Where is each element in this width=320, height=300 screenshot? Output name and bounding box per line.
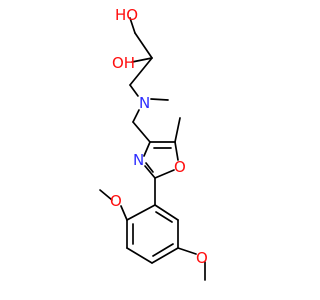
- bond-ar6-ar1-inner: [155, 211, 173, 223]
- label-oxygen-methoxy-upper: O: [110, 192, 122, 210]
- bond-c1-c2: [134, 32, 153, 59]
- bond-ar3-ar4: [126, 247, 153, 264]
- molecule-canvas: HO OH N N O O O: [99, 6, 208, 281]
- label-hydroxyl-mid: OH: [112, 54, 135, 72]
- bond-ch2-c4: [132, 121, 151, 143]
- label-hydroxyl-top: HO: [115, 6, 138, 24]
- bond-c5-methyl: [174, 117, 181, 143]
- bond-o1-c1: [129, 17, 136, 34]
- label-nitrogen-ring: N: [133, 151, 144, 169]
- bond-c2r-n-ring: [144, 165, 156, 179]
- bond-o-ring-c2r: [154, 169, 175, 179]
- bond-c2-o2: [131, 57, 153, 63]
- molecule-structure: HO OH N N O O O: [99, 6, 208, 281]
- bond-ar1-ar2: [126, 204, 156, 221]
- bond-n-ch2: [132, 109, 140, 123]
- bond-n-ring-c4: [143, 141, 151, 157]
- bond-ar4-ar5-inner: [152, 243, 174, 257]
- bond-ar4-ar5: [151, 247, 179, 264]
- bond-ar5-o-lower: [177, 247, 197, 255]
- label-oxygen-methoxy-lower: O: [196, 249, 208, 267]
- bond-c2r-n-ring-inner: [145, 162, 154, 173]
- bond-c2-c3: [129, 57, 153, 86]
- label-nitrogen-amine: N: [139, 94, 150, 112]
- label-oxygen-ring: O: [174, 158, 186, 176]
- bond-ar6-ar1: [154, 204, 179, 221]
- atom-labels: HO OH N N O O O: [110, 6, 208, 267]
- bond-c3-n: [129, 84, 139, 97]
- bond-network: [99, 17, 206, 281]
- bond-n-methyl: [150, 98, 169, 101]
- bond-c5-o-ring: [174, 141, 179, 161]
- bond-o-upper-me: [99, 189, 113, 201]
- bond-ar2-o-upper: [120, 205, 128, 221]
